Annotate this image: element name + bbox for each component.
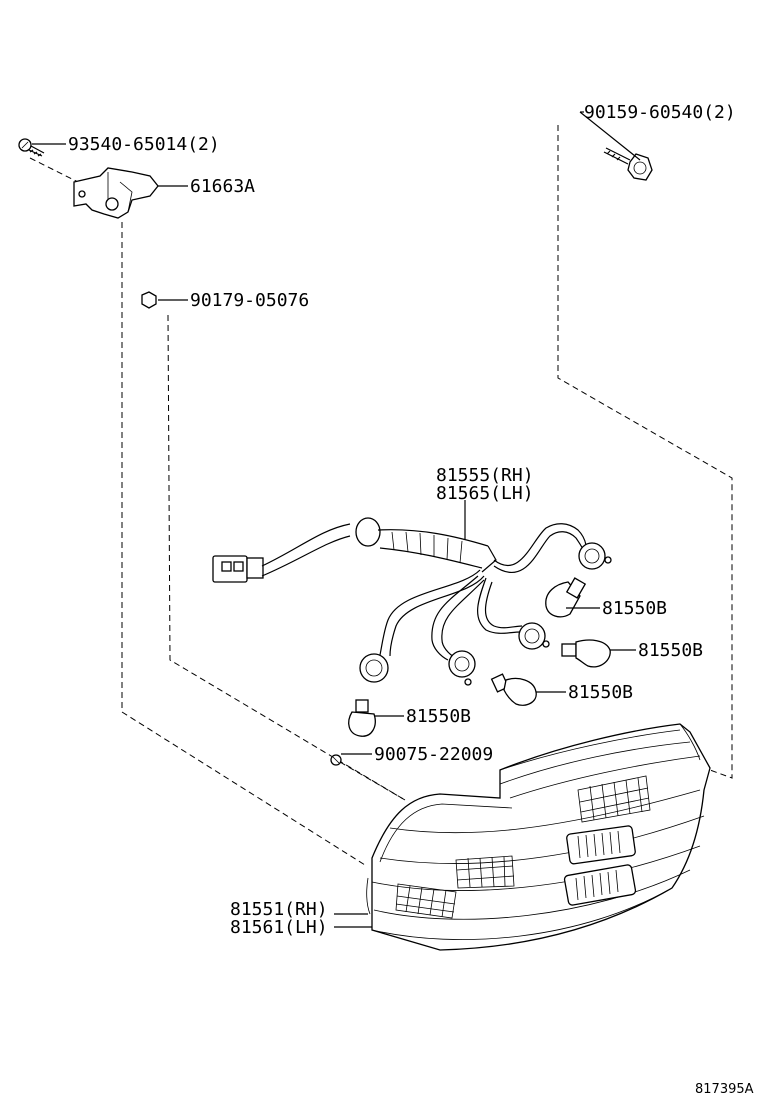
label-nut-top: 90179-05076 [190, 290, 309, 311]
label-bolt: 90159-60540(2) [584, 102, 736, 123]
bulb-part [561, 639, 636, 668]
bulb-socket [578, 542, 612, 570]
label-bulb-1: 81550B [602, 598, 667, 619]
bracket-part [73, 167, 188, 219]
label-lamp-lh: 81561(LH) [230, 917, 328, 938]
diagram-code: 817395A [695, 1082, 754, 1097]
label-socket-lh: 81565(LH) [436, 483, 534, 504]
label-socket-rh: 81555(RH) [436, 465, 534, 486]
bulb-part [490, 673, 566, 706]
nut-part [141, 291, 188, 309]
label-nut-small: 90075-22009 [374, 744, 493, 765]
bulb-socket [448, 650, 476, 686]
small-nut-part [330, 753, 372, 766]
bulb-part [348, 699, 404, 737]
label-bulb-4: 81550B [406, 706, 471, 727]
assembly-guide-lines [29, 125, 733, 866]
tail-lamp-assembly [334, 723, 711, 951]
socket-wire-harness [212, 500, 612, 686]
label-bracket: 61663A [190, 176, 255, 197]
bulb-part [545, 577, 600, 618]
bulb-socket [359, 653, 389, 683]
bulb-socket [518, 622, 550, 650]
bolt-part [579, 111, 653, 181]
lens-grid [395, 883, 457, 919]
lens-grid [455, 855, 515, 889]
label-bulb-3: 81550B [568, 682, 633, 703]
label-screw: 93540-65014(2) [68, 134, 220, 155]
lens-window [566, 825, 636, 865]
label-lamp-rh: 81551(RH) [230, 899, 328, 920]
lens-window [563, 864, 637, 906]
screw-part [18, 138, 66, 157]
lens-grid [577, 775, 651, 823]
label-bulb-2: 81550B [638, 640, 703, 661]
